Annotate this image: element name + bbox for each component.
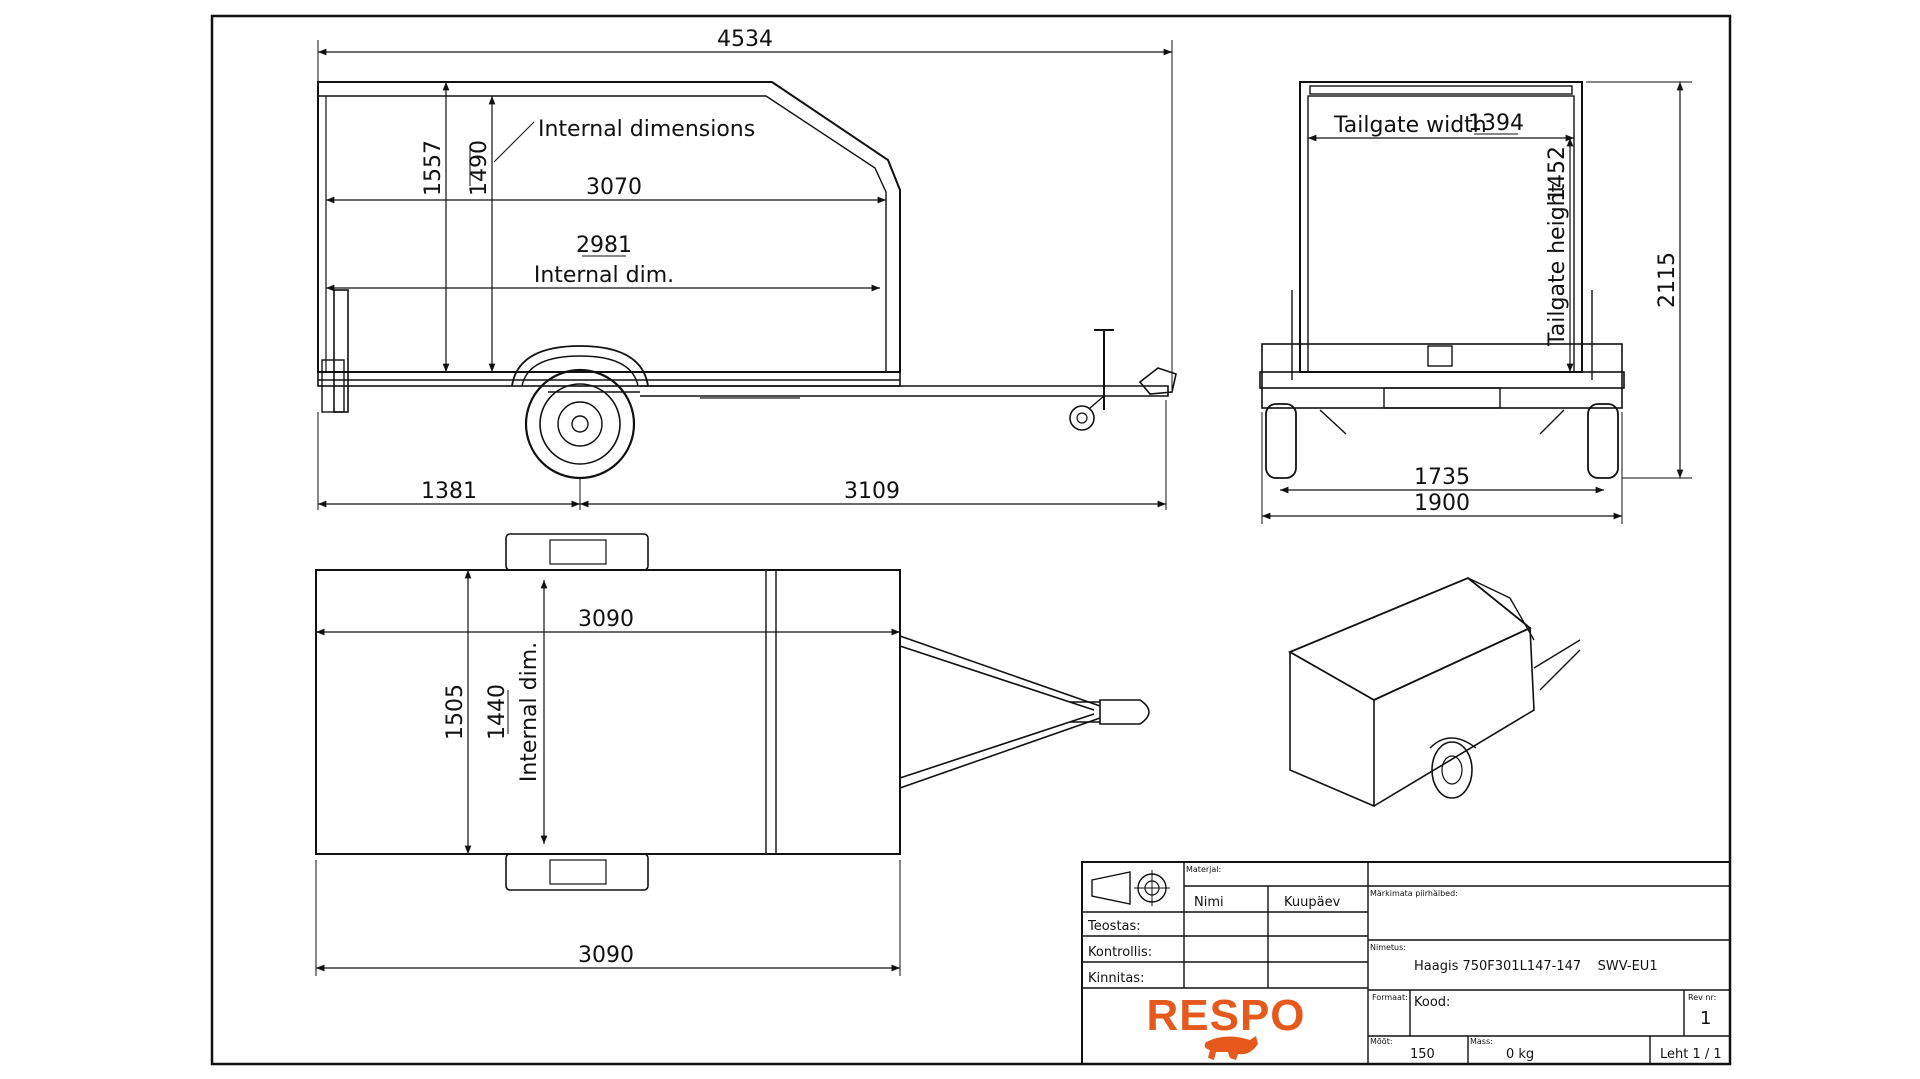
respo-logo: RESPO xyxy=(1146,991,1305,1040)
col-kuupaev: Kuupäev xyxy=(1284,895,1341,910)
label-nimetus: Nimetus: xyxy=(1370,943,1406,952)
rear-view-dimensions: Tailgate width 1394 Tailgate height 1452… xyxy=(1261,81,1692,524)
top-view-dimensions: 3090 1505 1440 Internal dim. 3090 xyxy=(315,570,901,976)
isometric-view xyxy=(1287,576,1581,808)
side-view xyxy=(317,81,1177,480)
dim-internal-length: 2981 xyxy=(576,233,632,258)
label-markimata: Märkimata piirhälbed: xyxy=(1370,889,1458,898)
label-materjal: Materjal: xyxy=(1186,865,1221,874)
bull-logo-icon xyxy=(1204,1036,1258,1060)
label-internal-dimensions: Internal dimensions xyxy=(538,117,755,142)
label-rev: Rev nr: xyxy=(1688,993,1716,1002)
rear-view xyxy=(1259,81,1625,479)
top-view xyxy=(315,533,1150,891)
value-scale: 150 xyxy=(1410,1047,1435,1062)
label-formaat: Formaat: xyxy=(1372,993,1408,1002)
dim-overall-height: 2115 xyxy=(1655,252,1680,308)
dim-internal-width: 1440 xyxy=(485,684,510,740)
label-internal-dim-side: Internal dim. xyxy=(534,263,674,288)
sheet-frame xyxy=(210,14,1732,1066)
projection-symbol-icon xyxy=(1091,870,1170,906)
label-kontrollis: Kontrollis: xyxy=(1088,945,1152,960)
value-mass: 0 kg xyxy=(1506,1047,1534,1062)
title-block: Materjal: Nimi Kuupäev Märkimata piirhäl… xyxy=(1081,861,1731,1065)
dim-external-width: 1505 xyxy=(443,684,468,740)
value-rev: 1 xyxy=(1700,1008,1711,1029)
label-mass: Mass: xyxy=(1470,1037,1493,1046)
dim-rear-to-axle: 1381 xyxy=(421,479,477,504)
dim-track-width: 1735 xyxy=(1414,465,1470,490)
value-sheet: Leht 1 / 1 xyxy=(1660,1047,1722,1062)
dim-top-body-length: 3090 xyxy=(578,607,634,632)
dim-tailgate-height: 1452 xyxy=(1545,146,1570,202)
dim-axle-to-hitch: 3109 xyxy=(844,479,900,504)
dim-overall-width: 1900 xyxy=(1414,491,1470,516)
label-internal-dim-top: Internal dim. xyxy=(517,642,542,782)
side-view-dimensions: 4534 1557 1490 Internal dimensions 3070 … xyxy=(317,27,1173,510)
dim-tailgate-width: 1394 xyxy=(1468,111,1524,136)
value-nimetus: Haagis 750F301L147-147 SWV-EU1 xyxy=(1414,959,1658,974)
label-tailgate-width: Tailgate width xyxy=(1333,113,1487,138)
label-mootkava: Mõõt: xyxy=(1370,1037,1393,1046)
col-nimi: Nimi xyxy=(1194,895,1224,910)
dim-bottom-length: 3090 xyxy=(578,943,634,968)
label-teostas: Teostas: xyxy=(1087,919,1141,934)
label-kood: Kood: xyxy=(1414,995,1450,1010)
dim-body-length: 3070 xyxy=(586,175,642,200)
label-kinnitas: Kinnitas: xyxy=(1088,971,1144,986)
dim-overall-length: 4534 xyxy=(717,27,773,52)
dim-external-height: 1557 xyxy=(421,140,446,196)
dim-internal-height: 1490 xyxy=(467,140,492,196)
label-tailgate-height: Tailgate height xyxy=(1545,183,1570,347)
